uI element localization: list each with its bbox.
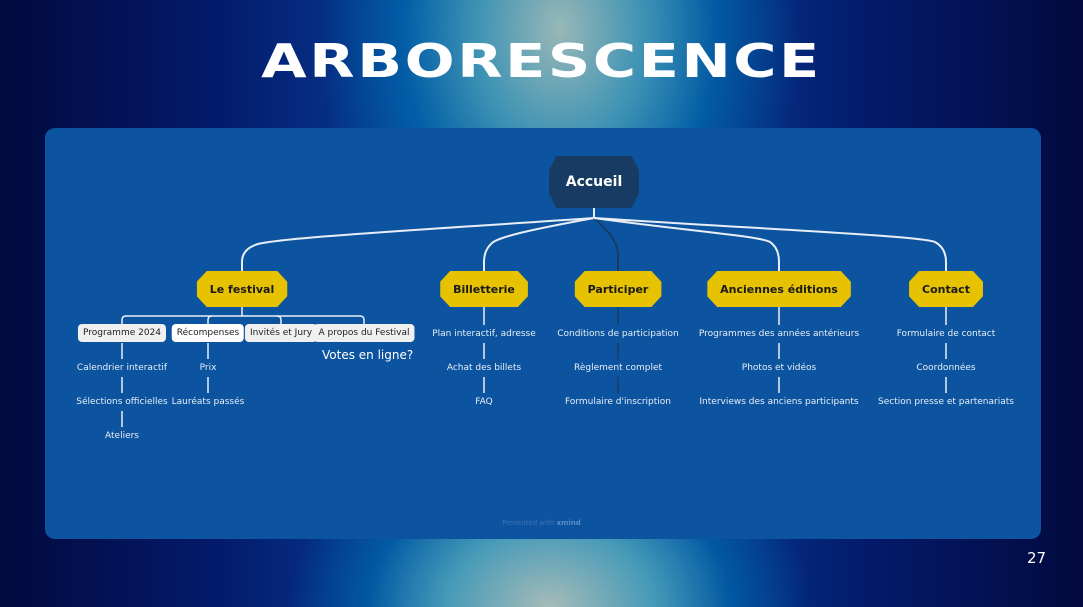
topic-participer[interactable]: Participer bbox=[575, 271, 662, 307]
subtopic-programme-2024[interactable]: Programme 2024 bbox=[77, 324, 167, 342]
leaf-photos-et-videos[interactable]: Photos et vidéos bbox=[741, 363, 817, 373]
connector-root-festival bbox=[241, 213, 595, 272]
connector-festival-recompenses bbox=[207, 315, 213, 325]
watermark-prefix: Presented with bbox=[502, 519, 555, 527]
connector-root-participer bbox=[593, 217, 619, 272]
floating-note-votes[interactable]: Votes en ligne? bbox=[322, 348, 414, 362]
connector-root-billetterie bbox=[483, 217, 595, 272]
subtopic-recompenses[interactable]: Récompenses bbox=[171, 324, 245, 342]
leaf-reglement-complet[interactable]: Règlement complet bbox=[573, 363, 663, 373]
xmind-watermark: Presented with xmind bbox=[0, 519, 1083, 527]
root-node-accueil[interactable]: Accueil bbox=[549, 156, 639, 208]
leaf-coordonnees[interactable]: Coordonnées bbox=[916, 363, 976, 373]
leaf-selections-officielles[interactable]: Sélections officielles bbox=[76, 397, 168, 407]
subtopic-invites-et-jury[interactable]: Invités et Jury bbox=[244, 324, 318, 342]
watermark-brand: xmind bbox=[556, 519, 581, 527]
leaf-formulaire-inscription[interactable]: Formulaire d'inscription bbox=[565, 397, 671, 407]
connector-root-anciennes bbox=[593, 217, 780, 272]
topic-le-festival[interactable]: Le festival bbox=[197, 271, 288, 307]
slide-title: ARBORESCENCE bbox=[261, 34, 822, 88]
leaf-conditions-de-participation[interactable]: Conditions de participation bbox=[557, 329, 679, 339]
topic-anciennes-editions[interactable]: Anciennes éditions bbox=[707, 271, 851, 307]
connector-festival-invites bbox=[276, 315, 282, 325]
leaf-formulaire-de-contact[interactable]: Formulaire de contact bbox=[896, 329, 996, 339]
leaf-ateliers[interactable]: Ateliers bbox=[105, 431, 139, 441]
leaf-interviews-anciens-participants[interactable]: Interviews des anciens participants bbox=[699, 397, 859, 407]
leaf-laureats-passes[interactable]: Lauréats passés bbox=[171, 397, 245, 407]
topic-contact[interactable]: Contact bbox=[909, 271, 983, 307]
topic-billetterie[interactable]: Billetterie bbox=[440, 271, 528, 307]
leaf-achat-des-billets[interactable]: Achat des billets bbox=[446, 363, 522, 373]
leaf-programmes-annees-anterieurs[interactable]: Programmes des années antérieurs bbox=[698, 329, 860, 339]
leaf-section-presse-partenariats[interactable]: Section presse et partenariats bbox=[878, 397, 1014, 407]
leaf-plan-interactif[interactable]: Plan interactif, adresse bbox=[432, 329, 536, 339]
connector-root-contact bbox=[593, 217, 947, 272]
connector-festival-bus bbox=[121, 315, 365, 325]
leaf-prix[interactable]: Prix bbox=[199, 363, 217, 373]
subtopic-a-propos-du-festival[interactable]: A propos du Festival bbox=[313, 324, 415, 342]
leaf-calendrier-interactif[interactable]: Calendrier interactif bbox=[76, 363, 168, 373]
leaf-faq[interactable]: FAQ bbox=[475, 397, 493, 407]
page-number: 27 bbox=[1027, 549, 1047, 567]
